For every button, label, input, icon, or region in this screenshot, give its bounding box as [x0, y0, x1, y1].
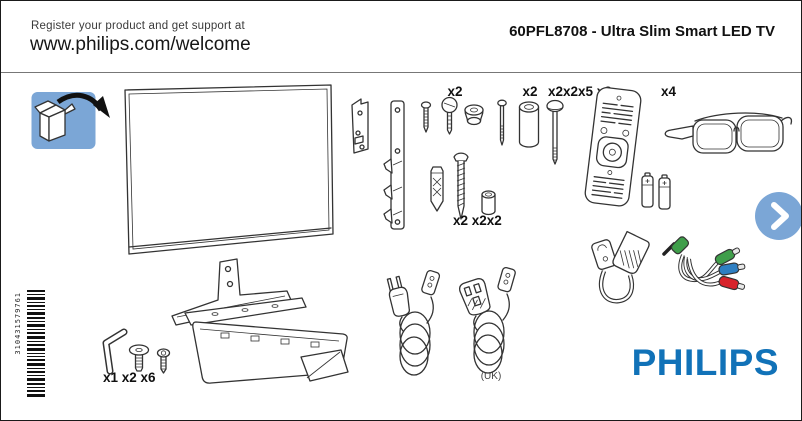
- remote-illustration: [584, 87, 651, 213]
- allen-key-illustration: [93, 326, 129, 376]
- glasses-illustration: [661, 99, 793, 159]
- model-title: 60PFL8708 - Ultra Slim Smart LED TV: [509, 23, 775, 40]
- qty-label-spacer: x2: [522, 84, 538, 99]
- chevron-right-icon: [755, 192, 801, 240]
- qty-label-glasses: x4: [661, 84, 677, 99]
- hex-screw-illustration: [156, 348, 172, 375]
- uk-plug-label: (UK): [480, 371, 502, 382]
- barcode: [27, 290, 45, 400]
- qty-label-wall-screws: x2: [447, 84, 463, 99]
- bolt-round-head-illustration: [441, 96, 458, 137]
- wall-bracket-small-illustration: [349, 96, 373, 156]
- qty-label-stand-bolts: x2x2x5 x2: [548, 84, 612, 99]
- spacer-small-illustration: [481, 190, 496, 217]
- philips-logo: PHILIPS: [631, 342, 779, 383]
- stand-illustration: [163, 256, 363, 394]
- power-adapter-illustration: [586, 229, 652, 309]
- bolt-long-thin-illustration: [496, 99, 508, 147]
- batteries-illustration: [641, 170, 675, 210]
- unbox-icon: [31, 89, 115, 153]
- component-adapter-illustration: [659, 231, 747, 295]
- stand-bolt-illustration: [545, 99, 565, 166]
- qty-label-base-screws: x1 x2 x6: [103, 370, 156, 385]
- power-cord-eu-illustration: [384, 265, 448, 379]
- spacer-large-illustration: [518, 101, 540, 149]
- wood-screw-illustration: [452, 148, 470, 222]
- register-text: Register your product and get support at: [31, 20, 245, 32]
- screw-small-illustration: [420, 101, 432, 135]
- wall-bracket-long-illustration: [381, 99, 411, 233]
- barcode-number: 310431579761: [14, 292, 22, 355]
- grommet-illustration: [464, 104, 484, 126]
- welcome-url: www.philips.com/welcome: [30, 34, 251, 55]
- flat-screw-illustration: [127, 344, 151, 374]
- qty-label-anchors: x2 x2x2: [453, 213, 502, 228]
- tv-panel-illustration: [119, 81, 339, 261]
- power-cord-uk-illustration: [454, 262, 524, 376]
- wall-anchor-illustration: [428, 165, 446, 213]
- header-divider: [1, 72, 801, 73]
